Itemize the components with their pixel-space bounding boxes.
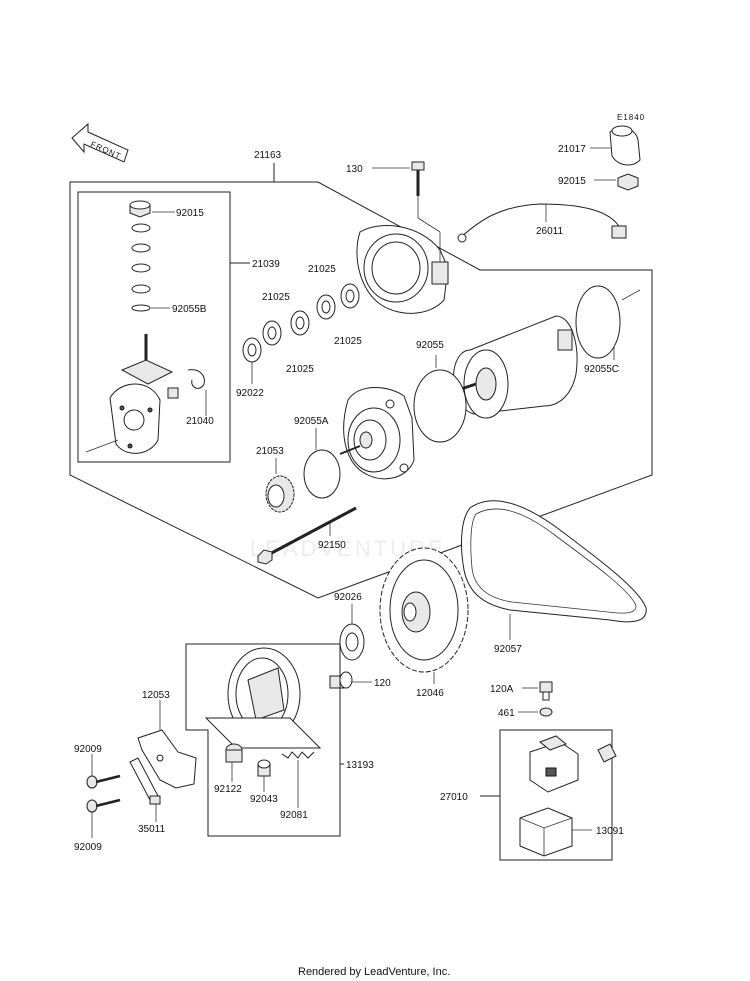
part-label-92026: 92026 — [334, 592, 362, 603]
relay-box — [499, 729, 613, 861]
part-label-92022: 92022 — [236, 388, 264, 399]
through-bolt-92150-icon — [257, 506, 357, 565]
sprocket-12046-icon — [379, 547, 469, 673]
part-label-21025-a: 21025 — [308, 264, 336, 275]
pinion-gear-21053-icon — [265, 475, 295, 513]
o-ring-92055b-icon — [131, 304, 151, 312]
front-arrow-icon: FRONT — [71, 122, 129, 163]
part-label-92055b: 92055B — [172, 304, 207, 315]
relay-cover-13091-icon — [519, 807, 573, 857]
diagram-code: E1840 — [617, 113, 645, 122]
washer-92026-icon — [339, 623, 365, 661]
plunger-92043-icon — [257, 759, 271, 777]
o-ring-92055-icon — [413, 369, 467, 443]
part-label-13091: 13091 — [596, 826, 624, 837]
part-label-12053: 12053 — [142, 690, 170, 701]
part-label-92057: 92057 — [494, 644, 522, 655]
part-label-92043: 92043 — [250, 794, 278, 805]
washer-stack-icon — [131, 223, 151, 294]
part-label-21039: 21039 — [252, 259, 280, 270]
part-label-92055a: 92055A — [294, 416, 329, 427]
bracket-12053-icon — [137, 729, 197, 789]
part-label-92055: 92055 — [416, 340, 444, 351]
part-label-92009-a: 92009 — [74, 744, 102, 755]
part-label-27010: 27010 — [440, 792, 468, 803]
cable-holder-35011-icon — [129, 757, 161, 805]
part-label-92055c: 92055C — [584, 364, 619, 375]
part-label-26011: 26011 — [536, 226, 564, 237]
washer-21025-icon — [242, 283, 360, 363]
motor-yoke-icon — [451, 315, 578, 419]
bolt-120a-icon — [539, 681, 553, 701]
part-label-92150: 92150 — [318, 540, 346, 551]
part-label-461: 461 — [498, 708, 515, 719]
nut-92015b-icon — [617, 173, 639, 191]
nut-92015-icon — [129, 200, 151, 218]
footer-credit: Rendered by LeadVenture, Inc. — [298, 966, 450, 978]
bolt-120-icon — [329, 671, 353, 689]
part-label-92015: 92015 — [176, 208, 204, 219]
starter-cable-icon — [457, 203, 627, 243]
part-label-12046: 12046 — [416, 688, 444, 699]
part-label-21163: 21163 — [254, 150, 282, 161]
spring-92081-icon — [281, 751, 315, 759]
starter-relay-icon — [529, 735, 579, 793]
bolt-92009-icon — [86, 774, 121, 813]
o-ring-92055c-icon — [575, 285, 621, 359]
drive-belt-92057-icon — [461, 500, 647, 623]
fuse-icon — [597, 743, 617, 763]
part-label-120a: 120A — [490, 684, 514, 695]
part-label-92009-b: 92009 — [74, 842, 102, 853]
o-ring-92055a-icon — [303, 449, 341, 499]
part-label-21025-b: 21025 — [262, 292, 290, 303]
front-cover-icon — [339, 387, 415, 480]
bolt-130-icon — [411, 161, 425, 196]
part-label-13193: 13193 — [346, 760, 374, 771]
collar-461-icon — [539, 707, 553, 717]
starter-clutch-box — [185, 643, 344, 837]
part-label-92122: 92122 — [214, 784, 242, 795]
starter-clutch-13193-icon — [204, 647, 322, 749]
part-label-21053: 21053 — [256, 446, 284, 457]
brush-holder-box — [77, 191, 231, 463]
rear-cover-icon — [356, 225, 449, 314]
part-label-92081: 92081 — [280, 810, 308, 821]
part-label-21040: 21040 — [186, 416, 214, 427]
part-label-130: 130 — [346, 164, 363, 175]
part-label-21025-c: 21025 — [334, 336, 362, 347]
part-label-35011: 35011 — [138, 824, 166, 835]
part-label-21025-d: 21025 — [286, 364, 314, 375]
part-label-92015-b: 92015 — [558, 176, 586, 187]
brush-plate-icon — [109, 334, 174, 454]
cap-21017-icon — [609, 125, 641, 166]
part-label-21017: 21017 — [558, 144, 586, 155]
brush-spring-21040-icon — [167, 369, 205, 399]
starter-assembly-outline — [69, 163, 653, 599]
part-label-120: 120 — [374, 678, 391, 689]
roller-92122-icon — [225, 743, 243, 763]
